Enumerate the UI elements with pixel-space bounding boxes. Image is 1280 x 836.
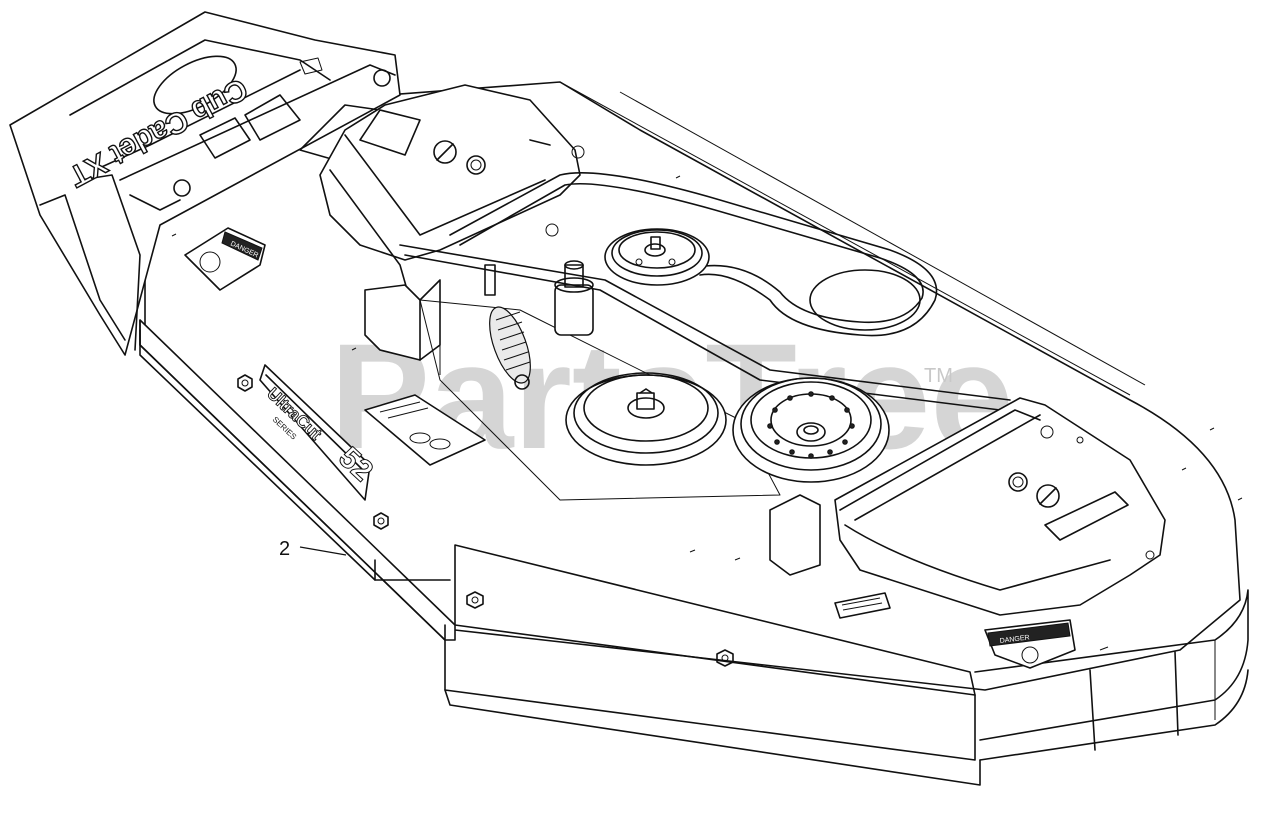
idler-pulley — [604, 228, 710, 286]
skirt-bolts — [237, 374, 734, 667]
hex-bolt-icon — [650, 236, 661, 250]
danger-decal-right: DANGER — [834, 592, 1076, 669]
discharge-cover: Cub Cadet XT — [9, 11, 401, 356]
idler-assembly — [364, 223, 594, 390]
hex-bolt-icon — [636, 392, 655, 410]
danger-decal-icon — [1021, 646, 1039, 664]
spindle-pulley-right — [732, 377, 890, 483]
hex-bolt-icon — [373, 512, 389, 530]
hex-bolt-icon — [716, 649, 734, 667]
callout-2: 2 — [279, 538, 347, 560]
danger-decal-left: DANGER — [184, 227, 266, 291]
callout-leader-line — [299, 546, 347, 556]
drive-belt — [399, 171, 1011, 411]
watermark-tm: TM — [924, 365, 953, 387]
hex-bolt-icon — [466, 591, 484, 609]
center-pulley — [565, 372, 727, 466]
hex-bolt-icon — [237, 374, 253, 392]
belt-cover-right — [769, 397, 1166, 616]
deck-body — [139, 81, 1249, 786]
danger-decal-icon — [199, 251, 221, 273]
danger-label-right: DANGER — [999, 634, 1030, 645]
no-hands-icon — [433, 140, 457, 164]
no-hands-icon — [1036, 484, 1060, 508]
callout-label: 2 — [279, 538, 290, 560]
